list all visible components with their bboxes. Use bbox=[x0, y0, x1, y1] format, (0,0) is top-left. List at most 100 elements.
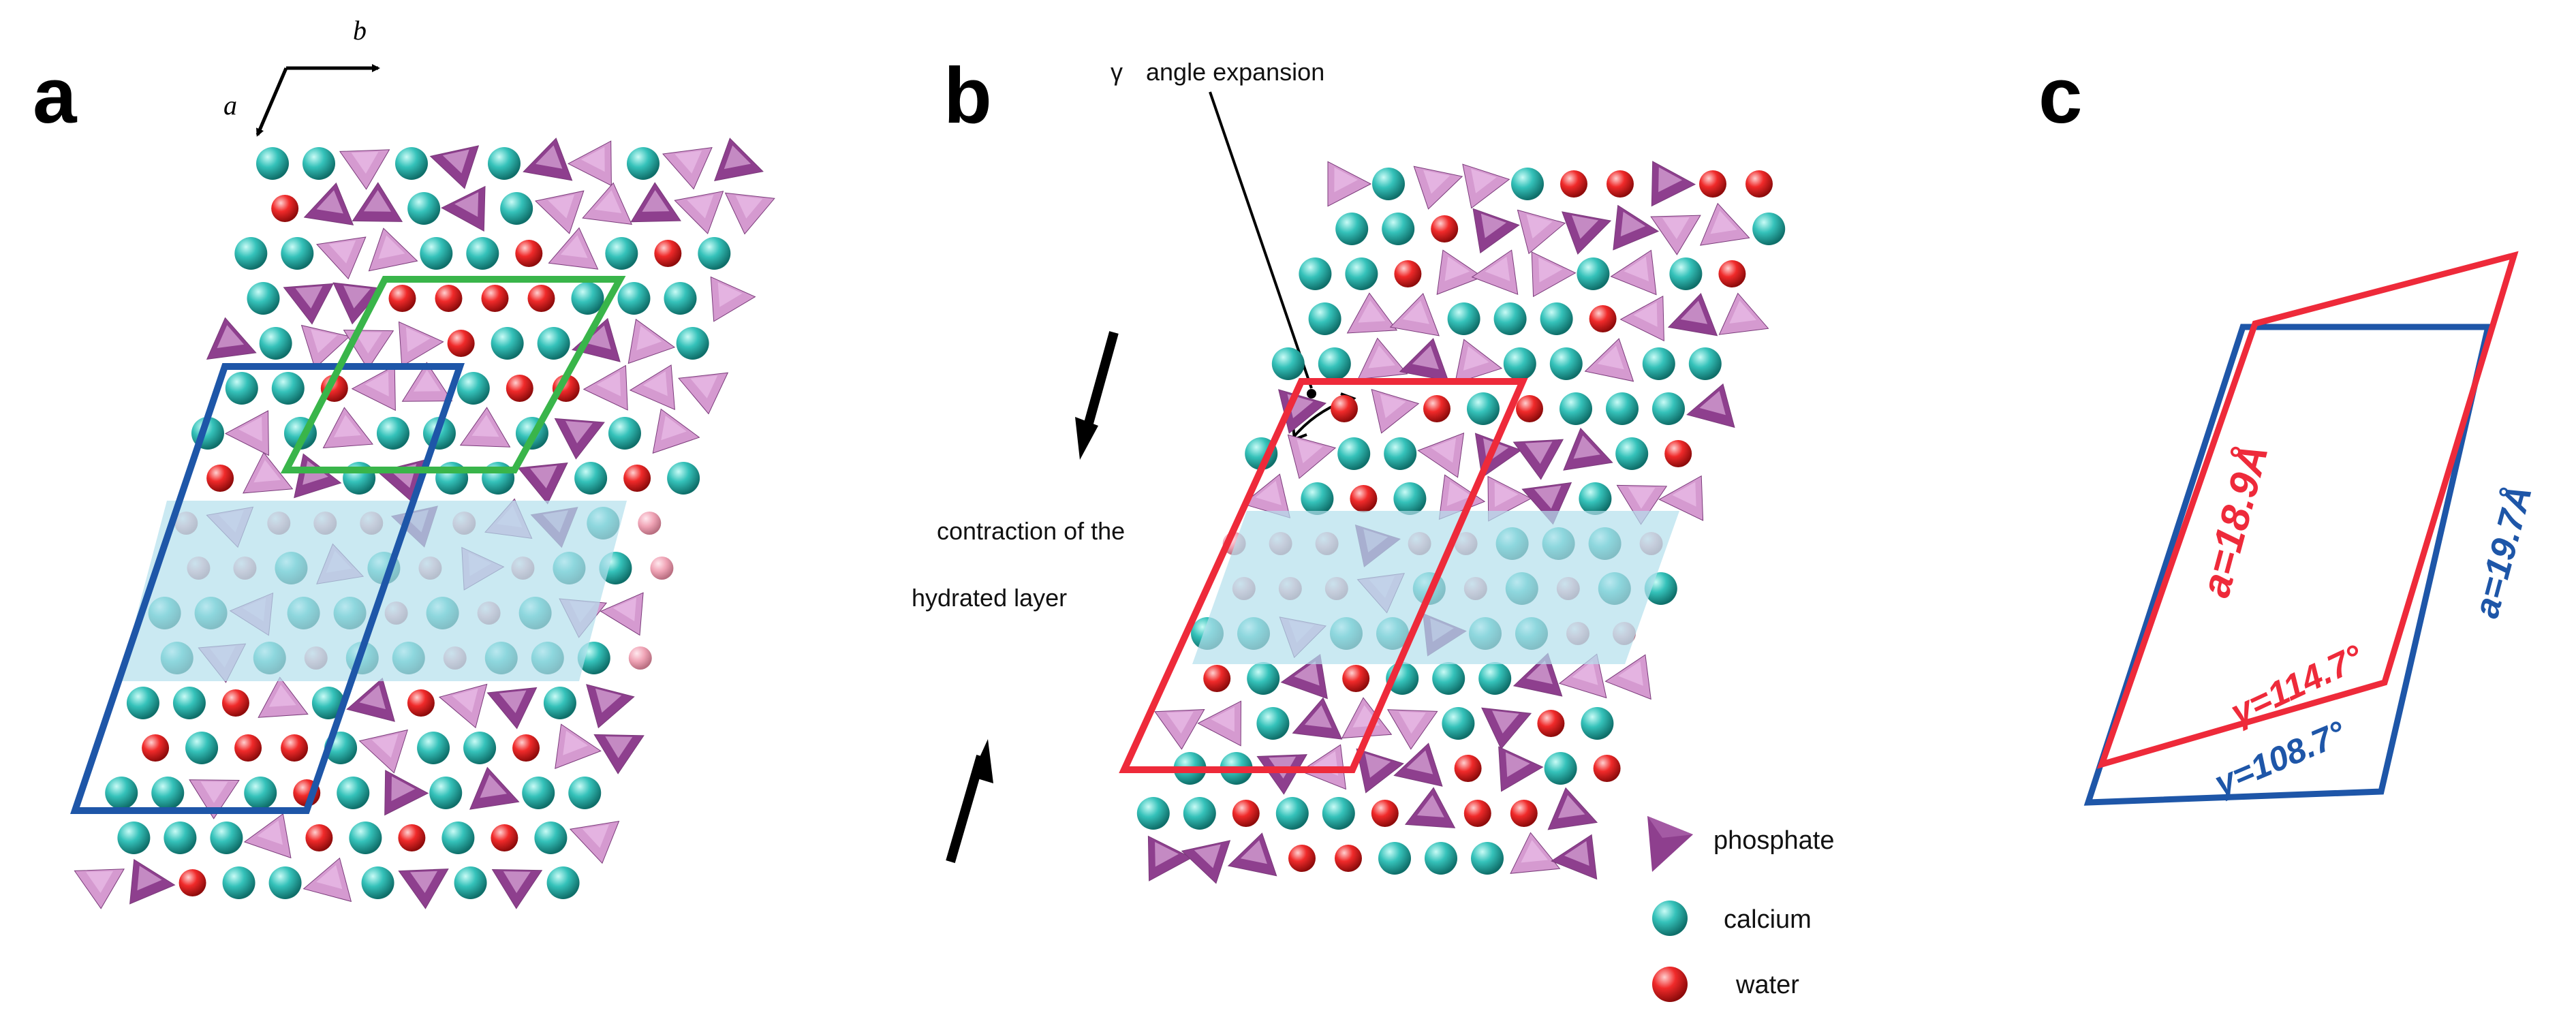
calcium-atom bbox=[256, 147, 289, 180]
axis-b-label: b bbox=[353, 15, 367, 46]
calcium-atom bbox=[268, 866, 302, 899]
calcium-atom bbox=[105, 777, 138, 809]
phosphate-tetrahedron bbox=[1562, 211, 1612, 255]
calcium-atom bbox=[1493, 302, 1527, 335]
phosphate-tetrahedron bbox=[569, 820, 620, 864]
legend-water-icon bbox=[1652, 967, 1688, 1002]
water-atom bbox=[481, 285, 509, 312]
calcium-atom bbox=[172, 687, 206, 719]
calcium-atom bbox=[395, 147, 428, 180]
calcium-atom bbox=[568, 777, 602, 809]
legend-calcium-label: calcium bbox=[1724, 905, 1812, 934]
phosphate-tetrahedron bbox=[1413, 166, 1463, 210]
calcium-atom bbox=[1136, 797, 1170, 830]
water-atom bbox=[206, 465, 234, 492]
water-atom bbox=[1454, 755, 1482, 782]
calcium-atom bbox=[1669, 257, 1703, 290]
calcium-atom bbox=[676, 327, 709, 360]
water-atom bbox=[1371, 800, 1399, 827]
legend-phosphate-label: phosphate bbox=[1713, 826, 1835, 855]
calcium-atom bbox=[1467, 392, 1500, 425]
water-atom bbox=[527, 285, 555, 312]
panel-c-letter: c bbox=[2038, 51, 2083, 140]
water-atom bbox=[179, 869, 206, 896]
phosphate-tetrahedron bbox=[1181, 840, 1231, 884]
phosphate-tetrahedron bbox=[429, 145, 480, 189]
gamma-symbol: γ bbox=[1111, 58, 1123, 86]
calcium-atom bbox=[185, 732, 219, 764]
angle-pointer-line bbox=[1209, 91, 1313, 389]
calcium-atom bbox=[1432, 662, 1465, 695]
calcium-atom bbox=[247, 282, 280, 315]
water-atom bbox=[1560, 170, 1587, 198]
calcium-atom bbox=[667, 462, 700, 495]
water-atom bbox=[1510, 800, 1538, 827]
calcium-atom bbox=[302, 147, 335, 180]
water-pink-atom bbox=[628, 646, 652, 670]
panel-a: a b a bbox=[33, 15, 775, 909]
water-atom bbox=[506, 375, 533, 402]
water-atom bbox=[1394, 260, 1422, 287]
calcium-atom bbox=[1271, 347, 1305, 380]
calcium-atom bbox=[1372, 168, 1405, 200]
panel-b: b γ angle expansion contraction of the h… bbox=[912, 51, 1835, 1002]
phosphate-tetrahedron bbox=[586, 684, 635, 729]
calcium-atom bbox=[376, 417, 409, 450]
water-atom bbox=[447, 330, 475, 357]
hydrated-layer-band-a bbox=[119, 501, 627, 681]
water-atom bbox=[1288, 845, 1316, 872]
calcium-atom bbox=[1275, 797, 1309, 830]
calcium-atom bbox=[491, 327, 524, 360]
calcium-atom bbox=[1393, 482, 1427, 515]
water-atom bbox=[491, 824, 518, 851]
contraction-arrows bbox=[946, 331, 1119, 863]
water-atom bbox=[234, 734, 262, 762]
water-atom bbox=[1423, 395, 1450, 422]
water-atom bbox=[1607, 170, 1634, 198]
calcium-atom bbox=[349, 822, 382, 854]
calcium-atom bbox=[574, 462, 608, 495]
panel-a-letter: a bbox=[33, 51, 78, 140]
water-atom bbox=[1331, 395, 1358, 422]
calcium-atom bbox=[608, 417, 641, 450]
calcium-atom bbox=[222, 866, 255, 899]
phosphate-tetrahedron bbox=[1517, 209, 1566, 255]
calcium-atom bbox=[1322, 797, 1355, 830]
calcium-atom bbox=[1425, 842, 1457, 875]
water-atom bbox=[407, 689, 435, 717]
calcium-atom bbox=[117, 822, 151, 854]
phosphate-tetrahedron bbox=[438, 683, 488, 729]
water-atom bbox=[1537, 710, 1565, 737]
phosphate-tetrahedron bbox=[674, 191, 724, 234]
water-atom bbox=[1593, 755, 1621, 782]
calcium-atom bbox=[1183, 797, 1216, 830]
water-atom bbox=[1745, 170, 1773, 198]
unit-cell-green bbox=[280, 276, 626, 473]
calcium-atom bbox=[164, 822, 197, 854]
calcium-atom bbox=[1652, 392, 1685, 425]
calcium-atom bbox=[1478, 662, 1512, 695]
contraction-label-line2: hydrated layer bbox=[912, 584, 1067, 612]
legend-calcium-icon bbox=[1652, 901, 1688, 936]
water-pink-atom bbox=[650, 557, 674, 580]
calcium-atom bbox=[1247, 662, 1280, 695]
calcium-atom bbox=[1503, 347, 1536, 380]
phosphate-tetrahedron bbox=[710, 276, 756, 322]
calcium-atom bbox=[488, 147, 521, 180]
calcium-atom bbox=[420, 237, 453, 270]
water-atom bbox=[398, 824, 426, 851]
calcium-atom bbox=[1378, 842, 1411, 875]
water-atom bbox=[305, 824, 333, 851]
calcium-atom bbox=[361, 866, 394, 899]
phosphate-tetrahedron bbox=[600, 592, 644, 636]
water-atom bbox=[654, 240, 682, 267]
calcium-atom bbox=[1752, 213, 1786, 245]
calcium-atom bbox=[126, 687, 159, 719]
calcium-atom bbox=[1642, 347, 1675, 380]
calcium-atom bbox=[543, 687, 576, 719]
calcium-atom bbox=[1382, 213, 1415, 245]
water-atom bbox=[1232, 800, 1260, 827]
phosphate-tetrahedron bbox=[1356, 748, 1404, 794]
water-atom bbox=[1699, 170, 1726, 198]
